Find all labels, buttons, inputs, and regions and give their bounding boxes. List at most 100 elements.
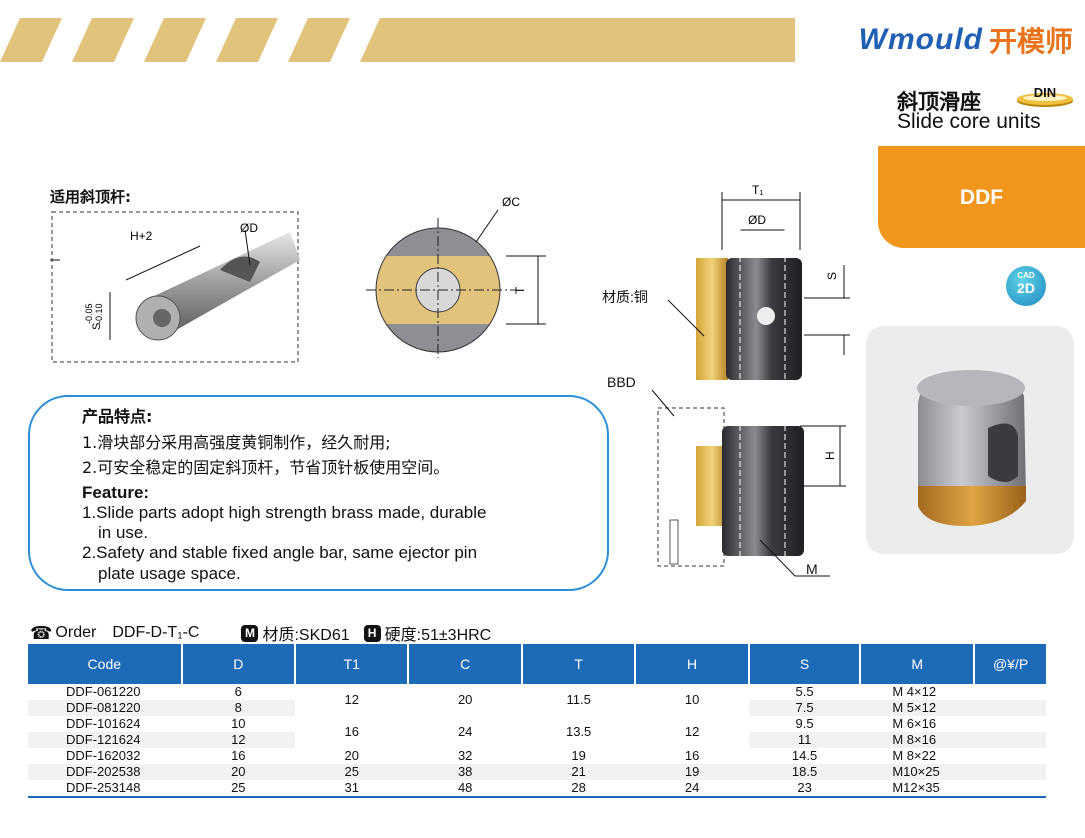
table-row[interactable]: DDF-121624 12 11 M 8×16 [28,732,1046,748]
product-code-tab: DDF [878,146,1085,248]
hardness-icon: H [363,624,381,642]
dim-t: T [513,286,527,294]
din-badge-text: DIN [1034,86,1056,100]
dim-h-plus-2: H+2 [130,229,153,243]
applicable-rod-label: 适用斜顶杆: [50,188,131,206]
rod-drawing: H+2 ØD S -0.05 -0.10 [50,211,300,363]
col-header-code: Code [28,644,183,684]
cell-s: 5.5 [748,684,861,700]
cell-d: 8 [181,700,296,716]
cell-h: 16 [635,748,749,764]
col-header-s: S [748,644,862,684]
side-view-drawing: T₁ ØD S H [651,183,850,577]
feature-box: 产品特点: 1.滑块部分采用高强度黄铜制作，经久耐用; 2.可安全稳定的固定斜顶… [28,395,609,591]
cell-m: M 8×16 [860,732,975,748]
dim-d-rod: ØD [240,221,258,235]
cell-price [974,764,1046,780]
cell-code: DDF-081220 [28,700,182,716]
cell-m: M12×35 [860,780,975,798]
cell-t: 21 [521,764,636,780]
cell-d: 12 [181,732,296,748]
cell-price [974,780,1046,798]
cell-price [974,700,1046,716]
dim-d-side: ØD [748,213,766,227]
cad-label: CAD [1017,271,1035,280]
phone-icon: ☎ [30,622,53,643]
cell-code: DDF-202538 [28,764,182,780]
product-title-en: Slide core units [897,110,1041,133]
cad-2d-icon[interactable]: CAD 2D [1006,266,1046,306]
table-row[interactable]: DDF-253148 25 31 48 28 24 23 M12×35 [28,780,1046,798]
cell-code: DDF-061220 [28,684,182,700]
feature-cn-2: 2.可安全稳定的固定斜顶杆，节省顶针板使用空间。 [82,458,450,477]
col-header-t: T [521,644,637,684]
spec-table: Code D T1 C T H S M @¥/P DDF-061220 6 12… [28,644,1046,798]
din-badge-icon: DIN [1017,86,1073,107]
cell-s: 9.5 [748,716,861,732]
cell-s: 11 [748,732,861,748]
table-row[interactable]: DDF-202538 20 25 38 21 19 18.5 M10×25 [28,764,1046,780]
cell-h: 19 [635,764,749,780]
cell-code: DDF-162032 [28,748,182,764]
table-row[interactable]: DDF-081220 8 7.5 M 5×12 [28,700,1046,716]
brand-name-en: Wmould [858,23,983,56]
feature-cn-1: 1.滑块部分采用高强度黄铜制作，经久耐用; [82,433,391,452]
feature-en-2b: plate usage space. [98,564,241,583]
material-spec: 材质:SKD61 [262,627,350,644]
dim-s: S [825,272,839,280]
cell-price [974,716,1046,732]
table-row[interactable]: DDF-061220 6 12 20 11.5 10 5.5 M 4×12 [28,684,1046,716]
cell-m: M 6×16 [860,716,975,732]
cell-d: 10 [181,716,296,732]
cell-price [974,684,1046,700]
cell-t: 11.5 [521,684,636,716]
cell-t1: 20 [295,748,409,764]
cell-m: M10×25 [860,764,975,780]
product-code: DDF [959,186,1004,209]
dim-h: H [823,451,837,460]
material-icon: M [241,624,259,642]
cell-m: M 5×12 [860,700,975,716]
cad-2d-label: 2D [1017,280,1035,296]
col-header-m: M [860,644,976,684]
cell-d: 25 [181,780,296,798]
dim-s-tol: S [91,323,103,330]
table-row[interactable]: DDF-162032 16 20 32 19 16 14.5 M 8×22 [28,748,1046,764]
cell-t1: 12 [295,684,409,716]
cell-c: 20 [408,684,522,716]
cell-s: 7.5 [748,700,861,716]
cell-t: 19 [521,748,636,764]
col-header-d: D [181,644,297,684]
cell-s: 14.5 [748,748,861,764]
col-header-t1: T1 [295,644,410,684]
order-line: ☎ Order DDF-D-T₁-C M 材质:SKD61 H 硬度:51±3H… [30,622,491,645]
cell-t: 13.5 [521,716,636,748]
col-header-h: H [635,644,750,684]
feature-en-1b: in use. [98,523,149,542]
table-row[interactable]: DDF-101624 10 16 24 13.5 12 9.5 M 6×16 [28,716,1046,748]
header-stripe-banner [0,18,795,62]
cell-d: 20 [181,764,296,780]
cell-m: M 4×12 [860,684,975,700]
product-photo [866,326,1074,554]
cell-c: 38 [408,764,522,780]
cell-c: 48 [408,780,522,798]
tol-upper: -0.05 [84,303,94,324]
cell-s: 18.5 [748,764,861,780]
product-title-cn: 斜顶滑座 [897,90,981,114]
table-header-row: Code D T1 C T H S M @¥/P [28,644,1046,684]
cell-t1: 25 [295,764,409,780]
bbd-label: BBD [607,374,636,390]
cell-t: 28 [521,780,636,798]
feature-en-1: 1.Slide parts adopt high strength brass … [82,503,487,522]
front-view-drawing: ØC T [366,195,546,358]
order-label: Order [55,624,97,641]
cell-d: 6 [181,684,296,700]
cell-code: DDF-121624 [28,732,182,748]
cell-t1: 31 [295,780,409,798]
brand-logo: Wmould 开模师 [859,18,1073,62]
cell-m: M 8×22 [860,748,975,764]
cell-code: DDF-253148 [28,780,182,798]
cell-h: 24 [635,780,749,798]
cell-d: 16 [181,748,296,764]
